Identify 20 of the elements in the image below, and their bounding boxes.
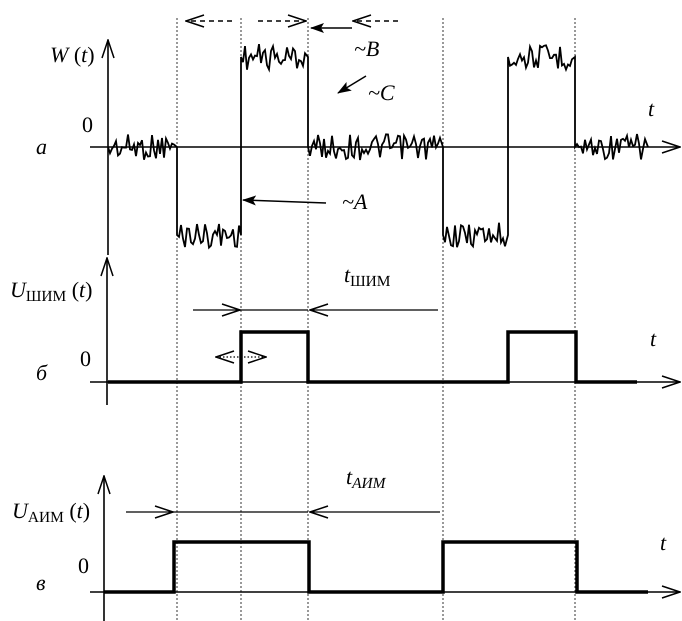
function-label: U$_{ШИМ}$ (t): [10, 279, 92, 301]
plot-label: в: [36, 572, 46, 594]
leader-line: [310, 23, 352, 33]
axis-label: t: [660, 532, 666, 554]
duration-label: t$_{АИМ}$: [346, 466, 386, 488]
zero-label: 0: [78, 555, 89, 577]
duration-label: t$_{ШИМ}$: [344, 264, 390, 286]
axis-label: t: [648, 98, 654, 120]
function-label: W (t): [50, 44, 95, 66]
plot-label: а: [36, 136, 47, 158]
leader-line: [337, 75, 366, 94]
plot-label: б: [36, 362, 48, 384]
callout-label: ~B: [354, 38, 380, 60]
callout-label: ~C: [368, 82, 395, 104]
callout-label: ~A: [342, 191, 368, 213]
zero-label: 0: [82, 114, 93, 136]
leader-line: [242, 195, 326, 206]
zero-label: 0: [80, 348, 91, 370]
function-label: U$_{АИМ}$ (t): [12, 500, 90, 522]
axis-label: t: [650, 328, 656, 350]
